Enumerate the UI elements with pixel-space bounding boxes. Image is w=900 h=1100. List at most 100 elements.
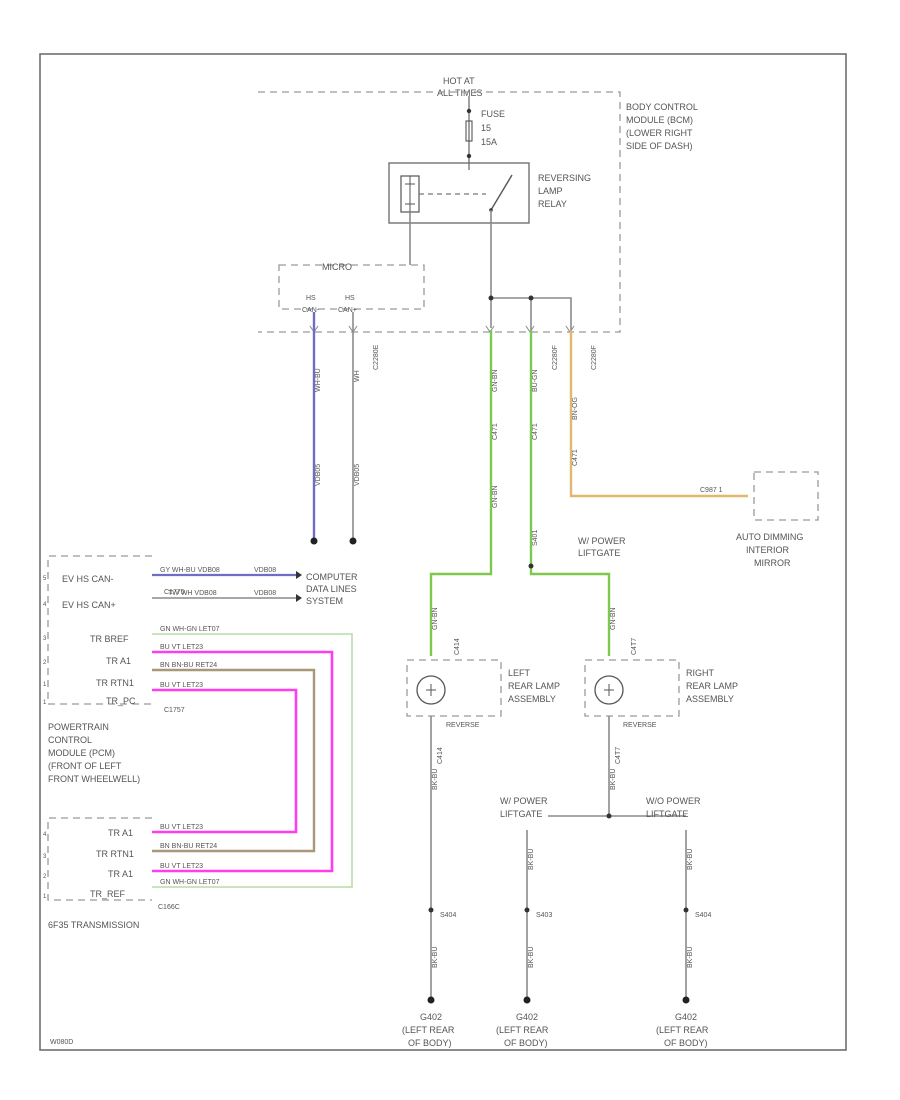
mirror-label-2: INTERIOR: [746, 545, 790, 555]
computer-ckt-2: VDB08: [254, 590, 276, 597]
pcm-conn-1: C1775: [164, 589, 185, 596]
pcm-row-1: EV HS CAN-: [62, 574, 114, 584]
svg-text:1: 1: [43, 682, 47, 688]
left-lamp-label-2: REAR LAMP: [508, 681, 560, 691]
wire-label-blk-5: BK-BU: [432, 947, 439, 968]
left-lamp-label-3: ASSEMBLY: [508, 694, 556, 704]
right-lamp-conn-top: C4T7: [631, 638, 638, 655]
pcm-row-4: TR A1: [106, 656, 131, 666]
liftgate-bottom-label-1: W/ POWER: [500, 796, 548, 806]
relay-label-3: RELAY: [538, 199, 567, 209]
relay-switch-contact: [490, 174, 513, 211]
pcm-name-4: (FRONT OF LEFT: [48, 761, 122, 771]
splice-dot-2: [524, 907, 530, 913]
micro-pin2-a: HS: [345, 295, 355, 302]
micro-pin1-a: HS: [306, 295, 316, 302]
wire-label-bu-gn: BU-GN: [532, 369, 539, 392]
pcm-name-5: FRONT WHEELWELL): [48, 774, 140, 784]
ground-3-loc-1: (LEFT REAR: [656, 1025, 709, 1035]
pcm-row-ticks: 543 211: [43, 576, 47, 706]
relay-label-2: LAMP: [538, 186, 563, 196]
trans-conn: C166C: [158, 904, 180, 911]
splice-label-1: S404: [440, 912, 456, 919]
wire-label-blk-7: BK-BU: [687, 947, 694, 968]
fuse-rating: 15A: [481, 137, 497, 147]
ground-terminal-2: [523, 996, 531, 1004]
pcm-wire-label-4: BU VT LET23: [160, 644, 203, 651]
ground-terminal-3: [682, 996, 690, 1004]
computer-lines-arrows: [296, 571, 302, 602]
trans-row-3: TR A1: [108, 869, 133, 879]
bcm-label-1: BODY CONTROL: [626, 102, 698, 112]
ground-2-id: G402: [516, 1012, 538, 1022]
relay-output-bus: [491, 297, 572, 330]
trans-row-2: TR RTN1: [96, 849, 134, 859]
trans-wire-label-1: BU VT LET23: [160, 824, 203, 831]
pcm-row-3: TR BREF: [90, 634, 129, 644]
svg-text:2: 2: [43, 660, 47, 666]
wire-tr-a1-outer: [152, 650, 334, 873]
right-feed-splice-dot: [528, 563, 534, 569]
splice-label-2: S403: [536, 912, 552, 919]
splice-dot-3: [683, 907, 689, 913]
bus-dot-1: [488, 295, 494, 301]
wire-label-blk-1: BK-BU: [432, 769, 439, 790]
svg-text:3: 3: [43, 636, 47, 642]
wire-label-gn-bn-2: GN-BN: [492, 485, 499, 508]
pcm-wire-label-5: BN BN-BU RET24: [160, 662, 217, 669]
left-bulb-filament: [426, 684, 436, 696]
micro-label: MICRO: [322, 262, 352, 272]
pcm-row-6: TR_PC: [106, 696, 136, 706]
trans-row-4: TR_REF: [90, 889, 126, 899]
svg-text:3: 3: [43, 854, 47, 860]
ground-3-id: G402: [675, 1012, 697, 1022]
wire-label-gn-d: GN-BN: [610, 607, 617, 630]
wire-label-wh: WH: [354, 370, 361, 382]
reversing-lamp-relay-box: [388, 162, 530, 224]
svg-text:4: 4: [43, 832, 47, 838]
fuse-icon: [465, 120, 473, 142]
right-rear-lamp-box: [584, 659, 680, 717]
ground-terminal-1: [427, 996, 435, 1004]
hot-at-label-2: ALL TIMES: [437, 88, 483, 98]
ground-1-loc-1: (LEFT REAR: [402, 1025, 455, 1035]
no-liftgate-label-2: LIFTGATE: [646, 809, 688, 819]
left-rear-lamp-box: [406, 659, 502, 717]
fuse-label: FUSE: [481, 109, 505, 119]
inline-conn-2: C471: [532, 423, 539, 440]
diagram-id: W080D: [50, 1039, 73, 1046]
splice-label-s401: S401: [532, 530, 539, 546]
trans-row-1: TR A1: [108, 828, 133, 838]
wire-to-left-lamp: [429, 520, 493, 656]
computer-label-3: SYSTEM: [306, 596, 343, 606]
pcm-module-box: [47, 555, 152, 705]
ground-3-loc-2: OF BODY): [664, 1038, 708, 1048]
wire-tr-rtn: [152, 668, 316, 853]
svg-text:2: 2: [43, 874, 47, 880]
pcm-row-2: EV HS CAN+: [62, 600, 116, 610]
right-lamp-label-1: RIGHT: [686, 668, 715, 678]
fuse-top-dot: [466, 108, 472, 114]
computer-label-1: COMPUTER: [306, 572, 358, 582]
left-reverse-bulb: [416, 675, 446, 705]
pcm-name-1: POWERTRAIN: [48, 722, 109, 732]
bcm-label-2: MODULE (BCM): [626, 115, 693, 125]
wire-label-gn-bn-1: GN-BN: [492, 369, 499, 392]
fuse-number: 15: [481, 123, 491, 133]
pcm-conn-2: C1757: [164, 707, 185, 714]
inline-conn-1: C471: [492, 423, 499, 440]
pcm-name-2: CONTROL: [48, 735, 92, 745]
bcm-conn-label-2: C2280F: [552, 345, 559, 370]
wire-label-blk-3: BK-BU: [528, 849, 535, 870]
computer-ckt-1: VDB08: [254, 567, 276, 574]
right-bulb-filament: [604, 684, 614, 696]
pcm-row-5: TR RTN1: [96, 678, 134, 688]
liftgate-top-label-2: LIFTGATE: [578, 548, 620, 558]
bus-dot-2: [528, 295, 534, 301]
micro-pin1-b: CAN-: [302, 307, 320, 314]
left-bulb-label: REVERSE: [446, 722, 480, 729]
bcm-connector-markers: [309, 325, 575, 333]
right-bulb-label: REVERSE: [623, 722, 657, 729]
